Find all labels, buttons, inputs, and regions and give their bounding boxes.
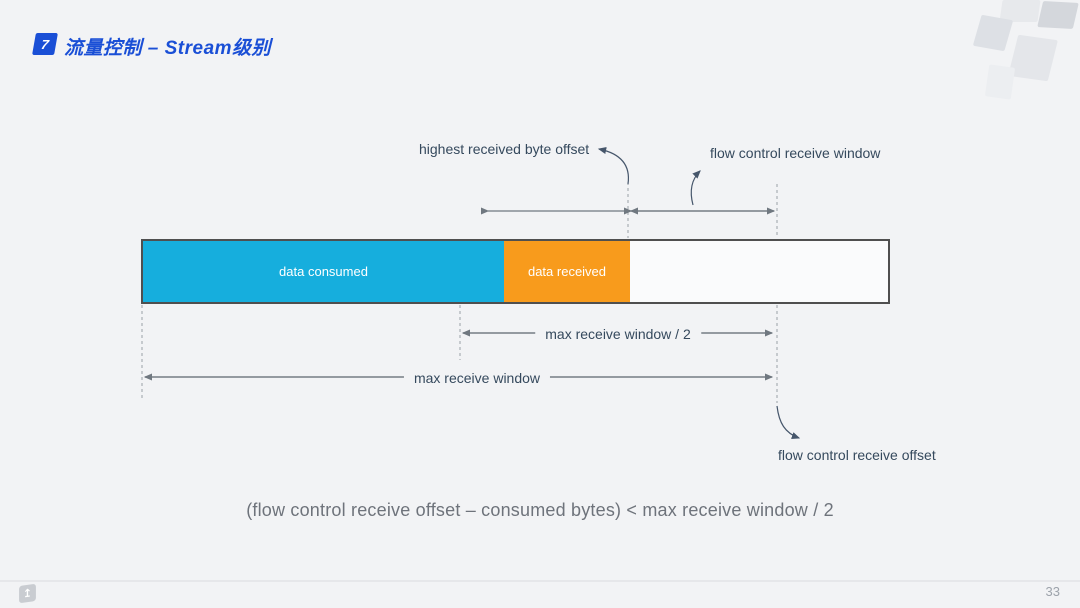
slide-number-badge-text: 7	[40, 36, 50, 52]
curved-arrow-highest-offset	[597, 146, 629, 185]
label-max-receive-window-half: max receive window / 2	[535, 326, 701, 342]
segment-label: data received	[527, 264, 607, 279]
deco-square-icon	[984, 64, 1016, 100]
deco-square-icon	[1008, 34, 1058, 82]
segment-empty-window	[630, 241, 888, 302]
footer-divider	[0, 580, 1080, 582]
segment-label: data consumed	[279, 264, 368, 279]
label-flow-control-receive-offset: flow control receive offset	[778, 447, 936, 463]
curved-arrow-receive-offset	[776, 405, 801, 439]
stream-buffer-bar: data consumed data received	[141, 239, 890, 304]
footer-logo-glyph: ↥	[22, 587, 33, 601]
slide-number-badge: 7	[32, 33, 58, 55]
footer-logo-icon: ↥	[19, 583, 36, 604]
label-highest-received-byte-offset: highest received byte offset	[419, 141, 590, 157]
deco-square-icon	[1037, 1, 1079, 29]
segment-data-received: data received	[504, 241, 630, 302]
deco-square-icon	[972, 14, 1014, 52]
curved-arrow-receive-window	[690, 170, 701, 206]
page-title: 流量控制 – Stream级别	[64, 38, 272, 59]
segment-data-consumed: data consumed	[143, 241, 504, 302]
page-number: 33	[1045, 584, 1060, 599]
formula-text: (flow control receive offset – consumed …	[246, 500, 834, 520]
label-flow-control-receive-window: flow control receive window	[710, 145, 881, 161]
label-max-receive-window: max receive window	[403, 370, 551, 386]
